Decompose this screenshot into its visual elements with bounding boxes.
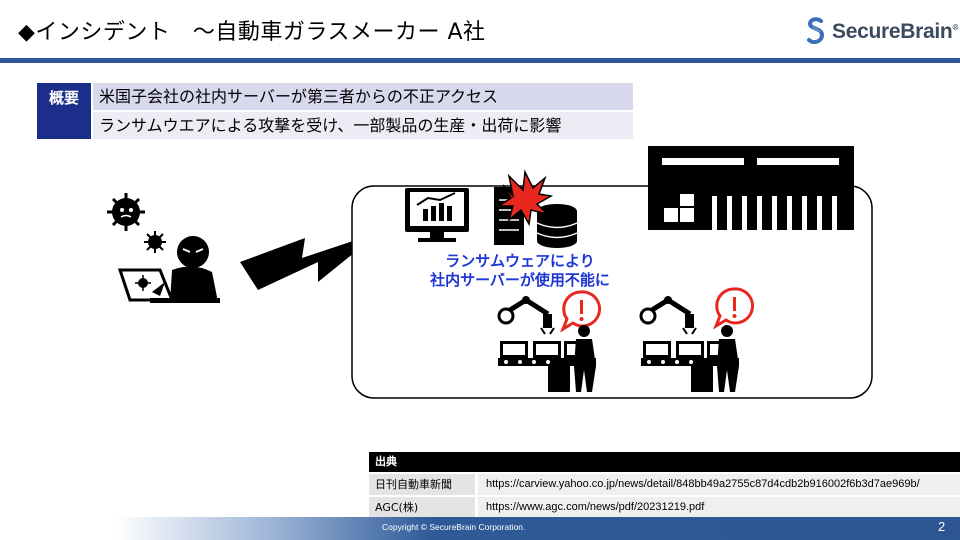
- production-line-icon: [498, 325, 596, 392]
- lightning-icon: [240, 232, 380, 290]
- securebrain-s-icon: [807, 17, 825, 45]
- source-url-link[interactable]: https://carview.yahoo.co.jp/news/detail/…: [478, 474, 960, 495]
- caption-line: ランサムウェアにより: [445, 252, 595, 270]
- page-number: 2: [938, 519, 946, 534]
- securebrain-logo: SecureBrain®: [806, 16, 958, 48]
- caption-line: 社内サーバーが使用不能に: [430, 271, 610, 289]
- sources-heading: 出典: [369, 452, 960, 472]
- logo-text: SecureBrain®: [832, 20, 959, 43]
- copyright-text: Copyright © SecureBrain Corporation.: [382, 522, 526, 532]
- production-line-icon: [641, 325, 739, 392]
- alert-bubble-icon: [712, 287, 755, 330]
- attacker-icon: [107, 193, 220, 303]
- incident-caption: ランサムウェアにより 社内サーバーが使用不能に: [410, 252, 630, 290]
- source-row: AGC(株) https://www.agc.com/news/pdf/2023…: [369, 497, 960, 518]
- summary-row: 米国子会社の社内サーバーが第三者からの不正アクセス: [93, 83, 633, 110]
- summary-label: 概要: [37, 83, 91, 139]
- alert-bubble-icon: [559, 290, 602, 333]
- robot-arm-icon: [497, 296, 555, 335]
- sources-table: 出典 日刊自動車新聞 https://carview.yahoo.co.jp/n…: [369, 452, 960, 518]
- title-rule: [0, 58, 960, 63]
- slide-title: ◆インシデント ～自動車ガラスメーカー A社: [18, 20, 486, 45]
- robot-arm-icon: [639, 296, 697, 335]
- source-url-link[interactable]: https://www.agc.com/news/pdf/20231219.pd…: [478, 497, 960, 518]
- factory-frame: [351, 185, 873, 399]
- source-name: 日刊自動車新聞: [369, 474, 475, 495]
- factory-icon: [648, 146, 854, 230]
- server-icon: [494, 169, 578, 248]
- monitor-icon: [405, 188, 469, 242]
- summary-row: ランサムウエアによる攻撃を受け、一部製品の生産・出荷に影響: [93, 112, 633, 139]
- source-row: 日刊自動車新聞 https://carview.yahoo.co.jp/news…: [369, 474, 960, 495]
- footer-bar: [0, 517, 960, 540]
- source-name: AGC(株): [369, 497, 475, 518]
